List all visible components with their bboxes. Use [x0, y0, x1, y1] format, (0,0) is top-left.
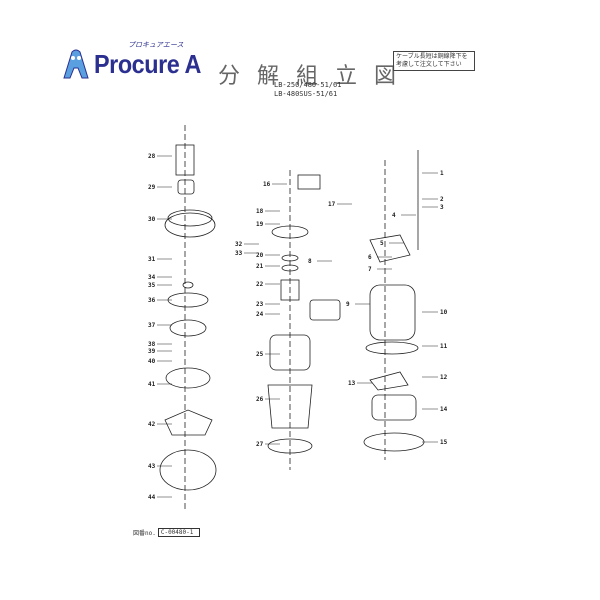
part-label-38: 38: [148, 341, 156, 348]
part-label-5: 5: [380, 240, 384, 247]
mascot-icon: [63, 49, 89, 79]
part-label-23: 23: [256, 301, 264, 308]
part-label-4: 4: [392, 212, 396, 219]
part-37-impeller: [169, 319, 207, 337]
part-label-10: 10: [440, 309, 448, 316]
drawing-label: 図番no.: [133, 530, 156, 537]
part-shaft-seal: [175, 144, 195, 176]
logo-kana: プロキュアエース: [128, 41, 184, 49]
part-label-18: 18: [256, 208, 264, 215]
model-2: LB-480SUS-51/61: [274, 90, 338, 98]
part-16: [297, 174, 321, 190]
part-label-21: 21: [256, 263, 264, 270]
part-label-3: 3: [440, 204, 444, 211]
part-label-31: 31: [148, 256, 156, 263]
part-15-ring: [363, 432, 425, 452]
part-label-27: 27: [256, 441, 264, 448]
part-30-housing: [164, 212, 216, 238]
part-label-15: 15: [440, 439, 448, 446]
part-label-43: 43: [148, 463, 156, 470]
part-label-16: 16: [263, 181, 271, 188]
part-label-25: 25: [256, 351, 264, 358]
part-label-11: 11: [440, 343, 448, 350]
part-label-37: 37: [148, 322, 156, 329]
part-41: [165, 367, 211, 389]
model-1: LB-250/480-51/61: [274, 81, 342, 89]
part-labels: 1234567891011121314151617181920212223242…: [148, 153, 448, 501]
part-29: [177, 179, 195, 195]
part-label-28: 28: [148, 153, 156, 160]
part-label-14: 14: [440, 406, 448, 413]
part-label-36: 36: [148, 297, 156, 304]
part-22-rotor: [280, 279, 300, 301]
part-label-7: 7: [368, 266, 372, 273]
part-label-44: 44: [148, 494, 156, 501]
part-label-20: 20: [256, 252, 264, 259]
part-label-1: 1: [440, 170, 444, 177]
part-label-39: 39: [148, 348, 156, 355]
part-label-40: 40: [148, 358, 156, 365]
drawing-number-value: C-00480-1: [157, 528, 201, 537]
logo-text: Procure A: [94, 48, 201, 79]
part-10-casing: [369, 284, 416, 341]
part-36-disc: [167, 292, 209, 308]
part-label-2: 2: [440, 196, 444, 203]
part-label-24: 24: [256, 311, 264, 318]
part-label-9: 9: [346, 301, 350, 308]
part-label-34: 34: [148, 274, 156, 281]
part-19: [271, 225, 309, 239]
part-label-30: 30: [148, 216, 156, 223]
part-14: [371, 394, 417, 421]
part-label-41: 41: [148, 381, 156, 388]
cable-note: ケーブル長短は銅線降下を考慮して注文して下さい: [393, 51, 475, 71]
part-34: [182, 281, 194, 289]
part-26-frame: [267, 384, 313, 429]
page-title: 分解組立図: [218, 64, 414, 89]
part-drawings: [159, 125, 425, 510]
model-list: LB-250/480-51/61 LB-480SUS-51/61: [274, 81, 341, 99]
part-42: [164, 409, 213, 436]
part-label-6: 6: [368, 254, 372, 261]
part-label-26: 26: [256, 396, 264, 403]
part-label-22: 22: [256, 281, 264, 288]
part-label-29: 29: [148, 184, 156, 191]
part-label-19: 19: [256, 221, 264, 228]
part-label-17: 17: [328, 201, 336, 208]
part-43-strainer: [159, 449, 217, 491]
part-27-oring: [267, 438, 313, 454]
part-label-35: 35: [148, 282, 156, 289]
part-label-33: 33: [235, 250, 243, 257]
drawing-number: 図番no. C-00480-1: [133, 528, 201, 537]
part-5: [369, 234, 411, 263]
part-label-13: 13: [348, 380, 356, 387]
part-label-32: 32: [235, 241, 243, 248]
part-25-stator: [269, 334, 311, 371]
part-12: [369, 371, 409, 391]
part-11: [365, 341, 419, 355]
part-label-42: 42: [148, 421, 156, 428]
part-label-8: 8: [308, 258, 312, 265]
part-label-12: 12: [440, 374, 448, 381]
procure-a-logo: プロキュアエース Procure A: [58, 41, 213, 80]
part-9: [309, 299, 341, 321]
